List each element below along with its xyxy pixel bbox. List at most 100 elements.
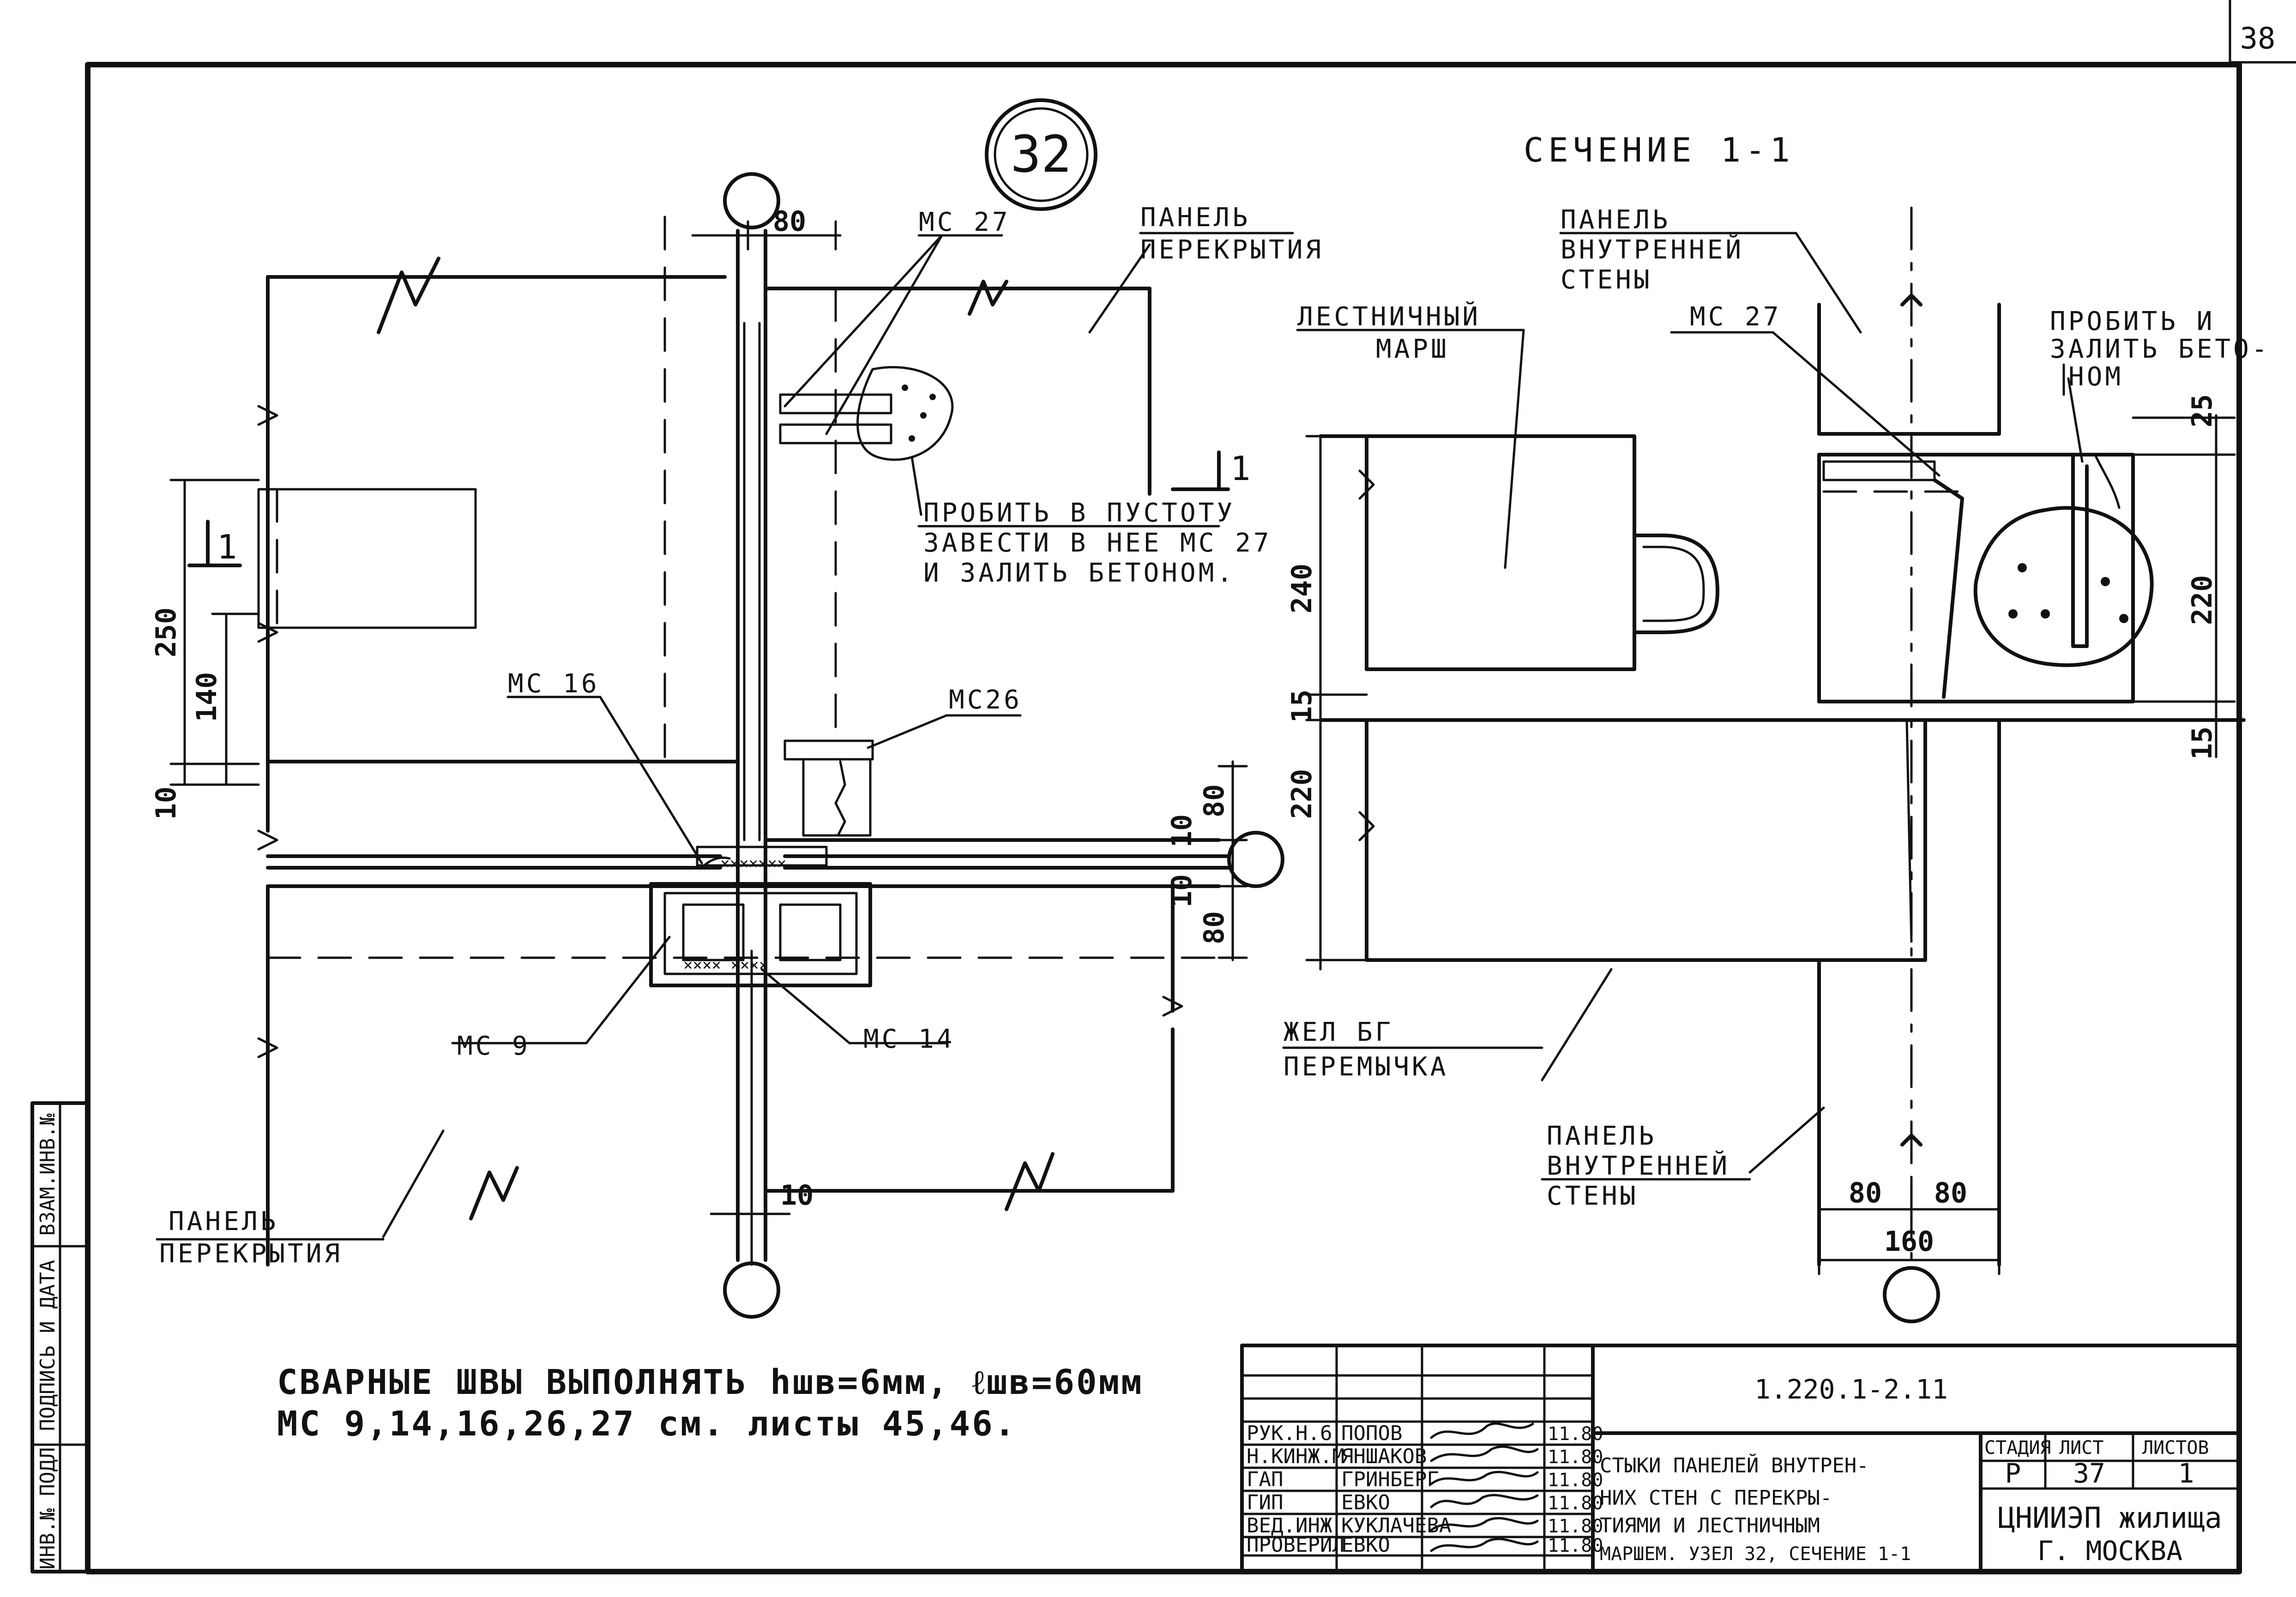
section-dim-25: 25 — [2186, 394, 2218, 427]
stamp-signature-date: ПОДПИСЬ И ДАТА — [36, 1260, 60, 1431]
plan-label-mc9: МС 9 — [457, 1031, 530, 1061]
section-punch-note-2: ЗАЛИТЬ БЕТО- — [2050, 334, 2270, 364]
plan-label-panel-floor-bottom-1: ПАНЕЛЬ — [169, 1207, 278, 1237]
section-dim-15-left: 15 — [1286, 690, 1318, 723]
general-notes: СВАРНЫЕ ШВЫ ВЫПОЛНЯТЬ hшв=6мм, ℓшв=60мм … — [277, 1363, 1144, 1444]
tb-city: Г. МОСКВА — [2037, 1535, 2182, 1567]
plan-dim-140: 140 — [191, 672, 223, 722]
title-block: 1.220.1-2.11 РУК.Н.6 Н.КИНЖ.М ГАП ГИП ВЕ… — [1240, 1344, 2241, 1573]
plan-label-panel-floor-top-2: ПЕРЕКРЫТИЯ — [1140, 235, 1324, 265]
section-label-panel-wall-top-1: ПАНЕЛЬ — [1561, 205, 1670, 235]
plan-label-panel-floor-top-1: ПАНЕЛЬ — [1140, 203, 1250, 233]
stamp-inv-original: ИНВ.№ ПОДЛ — [36, 1447, 60, 1570]
note-welds: СВАРНЫЕ ШВЫ ВЫПОЛНЯТЬ hшв=6мм, ℓшв=60мм — [277, 1363, 1144, 1402]
tb-name-5: ЕВКО — [1341, 1533, 1390, 1557]
plan-dim-250: 250 — [150, 607, 182, 657]
tb-date-4: 11.80 — [1548, 1516, 1603, 1537]
section-label-panel-wall-top-2: ВНУТРЕННЕЙ — [1561, 234, 1744, 265]
tb-title-2: НИХ СТЕН С ПЕРЕКРЫ- — [1600, 1486, 1832, 1510]
plan-punch-note-2: ЗАВЕСТИ В НЕЕ МС 27 — [923, 528, 1272, 558]
tb-sheets: 1 — [2178, 1458, 2194, 1489]
section-dim-220-right: 220 — [2186, 575, 2218, 625]
tb-role-2: ГАП — [1247, 1468, 1283, 1491]
signatures — [1430, 1422, 1539, 1552]
note-references: МС 9,14,16,26,27 см. листы 45,46. — [277, 1404, 1017, 1444]
doc-code: 1.220.1-2.11 — [1754, 1374, 1948, 1405]
tb-title-4: МАРШЕМ. УЗЕЛ 32, СЕЧЕНИЕ 1-1 — [1600, 1543, 1911, 1565]
tb-sheet: 37 — [2073, 1458, 2105, 1489]
section-view: СЕЧЕНИЕ 1-1 — [1282, 131, 2270, 1323]
section-dim-80-b: 80 — [1934, 1177, 1967, 1209]
plan-dim-10-upper: 10 — [1166, 814, 1198, 847]
weld-cross-hatch: ×××× ×××× — [683, 956, 768, 974]
tb-date-5: 11.80 — [1548, 1535, 1603, 1556]
tb-date-2: 11.80 — [1548, 1470, 1603, 1491]
axis-circle-top — [723, 172, 780, 229]
stamp-replace-inv: ВЗАМ.ИНВ.№ — [36, 1113, 60, 1236]
tb-role-5: ПРОВЕРИЛ — [1247, 1533, 1344, 1557]
tb-sheets-header: ЛИСТОВ — [2142, 1437, 2209, 1459]
plan-label-mc26: МС26 — [949, 685, 1022, 715]
node-marker: 32 — [985, 98, 1097, 211]
section-label-lintel-1: ЖЕЛ БГ — [1284, 1017, 1393, 1047]
section-dim-220-left: 220 — [1286, 769, 1318, 819]
plan-dim-80-upper: 80 — [1198, 784, 1230, 817]
axis-circle-right — [1227, 831, 1284, 888]
plan-dim-10-left: 10 — [150, 786, 182, 820]
plan-label-mc16: МС 16 — [508, 669, 600, 699]
section-label-mc27: МС 27 — [1690, 302, 1782, 332]
plan-dim-10-lower: 10 — [1166, 874, 1198, 907]
sheet-number: 38 — [2240, 22, 2275, 56]
plan-dim-80-top: 80 — [773, 205, 806, 238]
tb-date-1: 11.80 — [1548, 1447, 1603, 1468]
plan-label-panel-floor-bottom-2: ПЕРЕКРЫТИЯ — [159, 1239, 343, 1269]
section-dim-15-right: 15 — [2186, 726, 2218, 760]
section-punch-note-3: НОМ — [2068, 362, 2123, 392]
section-title: СЕЧЕНИЕ 1-1 — [1524, 131, 1795, 169]
tb-title-1: СТЫКИ ПАНЕЛЕЙ ВНУТРЕН- — [1600, 1453, 1869, 1477]
tb-title-3: ТИЯМИ И ЛЕСТНИЧНЫМ — [1600, 1514, 1820, 1537]
tb-name-4: КУКЛАЧЕВА — [1341, 1514, 1451, 1537]
side-stamp: ВЗАМ.ИНВ.№ ПОДПИСЬ И ДАТА ИНВ.№ ПОДЛ — [30, 1101, 90, 1573]
tb-name-2: ГРИНБЕРГ — [1341, 1468, 1439, 1491]
tb-sheet-header: ЛИСТ — [2059, 1437, 2103, 1459]
cut-mark-right: 1 — [1230, 449, 1255, 488]
section-label-panel-wall-bottom-3: СТЕНЫ — [1547, 1181, 1639, 1211]
axis-circle-bottom — [723, 1261, 780, 1319]
plan-view: ××××××× ×××× ×××× 1 1 80 250 140 10 — [150, 172, 1324, 1319]
tb-name-1: ЯНШАКОВ — [1341, 1445, 1427, 1468]
tb-role-1: Н.КИНЖ.М — [1247, 1445, 1344, 1468]
plan-dim-80-lower: 80 — [1198, 911, 1230, 944]
tb-role-4: ВЕД.ИНЖ — [1247, 1514, 1332, 1537]
tb-date-3: 11.80 — [1548, 1493, 1603, 1514]
weld-cross-hatch: ××××××× — [720, 854, 786, 873]
node-number: 32 — [1011, 125, 1072, 184]
tb-name-3: ЕВКО — [1341, 1491, 1390, 1514]
section-dim-240: 240 — [1286, 564, 1318, 613]
section-label-stair-flight-1: ЛЕСТНИЧНЫЙ — [1297, 301, 1481, 332]
tb-name-0: ПОПОВ — [1341, 1422, 1402, 1445]
section-label-stair-flight-2: МАРШ — [1376, 334, 1449, 364]
section-label-lintel-2: ПЕРЕМЫЧКА — [1284, 1052, 1448, 1082]
section-label-panel-wall-bottom-1: ПАНЕЛЬ — [1547, 1121, 1657, 1151]
tb-role-3: ГИП — [1247, 1491, 1283, 1514]
section-label-panel-wall-top-3: СТЕНЫ — [1561, 265, 1652, 295]
tb-stage-header: СТАДИЯ — [1984, 1437, 2051, 1459]
sheet-frame: 38 — [85, 0, 2296, 1574]
tb-date-0: 11.80 — [1548, 1423, 1603, 1445]
section-label-panel-wall-bottom-2: ВНУТРЕННЕЙ — [1547, 1151, 1730, 1181]
plan-label-mc27: МС 27 — [919, 207, 1011, 237]
tb-org: ЦНИИЭП жилища — [1998, 1501, 2222, 1535]
plan-dim-10-bottom: 10 — [780, 1179, 814, 1212]
plan-punch-note-1: ПРОБИТЬ В ПУСТОТУ — [923, 498, 1235, 528]
plan-punch-note-3: И ЗАЛИТЬ БЕТОНОМ. — [923, 558, 1235, 588]
plan-label-mc14: МС 14 — [863, 1024, 955, 1054]
tb-role-0: РУК.Н.6 — [1247, 1422, 1332, 1445]
section-axis-circle — [1883, 1266, 1940, 1323]
section-punch-note-1: ПРОБИТЬ И — [2050, 306, 2215, 336]
section-dim-160: 160 — [1884, 1225, 1934, 1258]
section-dim-80-a: 80 — [1849, 1177, 1882, 1209]
cut-mark-left: 1 — [217, 528, 241, 566]
tb-stage: Р — [2005, 1458, 2021, 1489]
